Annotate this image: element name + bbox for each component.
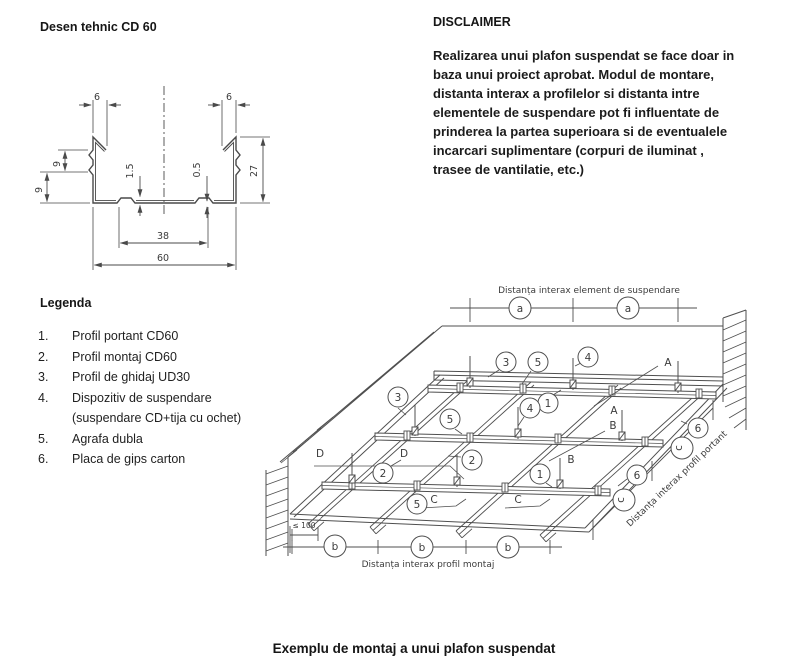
legend-item-number: 1. xyxy=(38,329,49,343)
ud30-guide-profile xyxy=(433,370,724,387)
callout-a-1: a xyxy=(517,303,523,315)
section-letters: A A B B C C D D xyxy=(316,357,672,506)
callout-3-b: 3 xyxy=(503,357,510,369)
section-letter-A-2: A xyxy=(610,405,618,417)
label-montaj-spacing: Distanța interax profil montaj xyxy=(362,560,495,570)
callout-4-a: 4 xyxy=(585,352,592,364)
legend-list: 1. Profil portant CD60 2. Profil montaj … xyxy=(38,326,241,470)
legend-item: 5. Agrafa dubla xyxy=(38,429,241,450)
ceiling-assembly-drawing: a a b b b c c 1 1 2 2 3 3 4 4 5 5 5 6 6 … xyxy=(265,286,747,570)
disclaimer-line: incarcari suplimentare (corpuri de ilumi… xyxy=(433,143,704,158)
legend-item-number: 5. xyxy=(38,431,49,446)
figure-caption: Exemplu de montaj a unui plafon suspenda… xyxy=(272,641,556,656)
dim-suspension-spacing xyxy=(450,298,697,322)
legend-item-number: 2. xyxy=(38,349,49,364)
section-letter-D-2: D xyxy=(400,448,408,460)
section-letter-B-1: B xyxy=(609,420,616,432)
disclaimer-heading: DISCLAIMER xyxy=(433,15,511,29)
callout-5-a: 5 xyxy=(535,357,542,369)
section-letter-C-2: C xyxy=(514,494,521,506)
disclaimer-line: elementele de suspendare pot fi influent… xyxy=(433,105,720,120)
callout-2-b: 2 xyxy=(469,455,476,467)
hangers xyxy=(348,356,682,489)
cd60-profile-drawing: 6 6 9 9 1.5 0.5 27 38 60 xyxy=(34,86,270,270)
legend-item-text: Placa de gips carton xyxy=(72,452,186,466)
legend-item: 2. Profil montaj CD60 xyxy=(38,347,241,368)
disclaimer-line: baza unui proiect aprobat. Modul de mont… xyxy=(433,67,714,82)
label-suspension-spacing: Distanța interax element de suspendare xyxy=(498,286,680,296)
dim-knurl-upper: 9 xyxy=(52,161,63,167)
dim-width: 60 xyxy=(157,253,169,264)
back-wall xyxy=(442,309,747,430)
legend-item-text-line2: (suspendare CD+tija cu ochet) xyxy=(72,411,242,425)
callout-labels: a a b b b c c 1 1 2 2 3 3 4 4 5 5 5 6 6 xyxy=(332,303,702,554)
callout-6-a: 6 xyxy=(695,423,702,435)
callout-b-1: b xyxy=(332,541,339,553)
legend-item-text: Agrafa dubla xyxy=(72,431,143,446)
callout-b-2: b xyxy=(419,542,426,554)
disclaimer-line: trasee de vantilatie, etc.) xyxy=(433,162,585,177)
section-letter-A-1: A xyxy=(664,357,672,369)
left-wall xyxy=(265,325,443,556)
legend-item-text: Dispozitiv de suspendare (suspendare CD+… xyxy=(72,388,241,429)
label-wall-offset: ≤ 100 xyxy=(293,521,316,530)
leader-lines xyxy=(314,362,688,509)
dim-lip-right: 6 xyxy=(226,92,232,103)
legend-item-number: 4. xyxy=(38,390,49,405)
callout-3-a: 3 xyxy=(395,392,402,404)
board-edges xyxy=(289,383,728,533)
tech-drawing-title: Desen tehnic CD 60 xyxy=(40,20,157,34)
dim-rib-depth: 1.5 xyxy=(125,163,136,178)
portant-rails xyxy=(321,384,717,497)
legend-item: 6. Placa de gips carton xyxy=(38,449,241,470)
legend-item: 4. Dispozitiv de suspendare (suspendare … xyxy=(38,388,241,429)
callout-c-1: c xyxy=(673,445,685,451)
callout-1-a: 1 xyxy=(545,398,552,410)
legend-item: 1. Profil portant CD60 xyxy=(38,326,241,347)
disclaimer-line: prinderea la partea superioara si de eve… xyxy=(433,124,728,139)
legend-item-text-line1: Dispozitiv de suspendare xyxy=(72,390,212,405)
callout-6-b: 6 xyxy=(634,470,641,482)
legend-item-text: Profil montaj CD60 xyxy=(72,349,177,364)
disclaimer-line: distanta interax a profilelor si distant… xyxy=(433,86,700,101)
legend-item-number: 6. xyxy=(38,452,49,466)
disclaimer-line: Realizarea unui plafon suspendat se face… xyxy=(433,48,735,63)
callout-c-2: c xyxy=(615,497,627,503)
double-clips xyxy=(348,382,703,496)
callout-a-2: a xyxy=(625,303,631,315)
callout-2-a: 2 xyxy=(380,468,387,480)
dim-lip-left: 6 xyxy=(94,92,100,103)
section-letter-B-2: B xyxy=(567,454,574,466)
dim-inner-width: 38 xyxy=(157,231,169,242)
callout-circles xyxy=(323,296,709,559)
board-left-edge xyxy=(289,374,445,518)
dim-sheet: 0.5 xyxy=(192,162,203,177)
dim-height: 27 xyxy=(249,165,260,177)
legend-item-text: Profil portant CD60 xyxy=(72,329,179,343)
legend-item-text: Profil de ghidaj UD30 xyxy=(72,370,191,384)
extension-lines xyxy=(40,100,270,270)
dim-portant-spacing xyxy=(592,400,714,540)
legend-item: 3. Profil de ghidaj UD30 xyxy=(38,367,241,388)
dimension-labels: 6 6 9 9 1.5 0.5 27 38 60 xyxy=(34,92,260,264)
disclaimer-body: Realizarea unui plafon suspendat se face… xyxy=(433,46,767,179)
callout-b-3: b xyxy=(505,542,512,554)
section-letter-C-1: C xyxy=(430,494,437,506)
callout-5-c: 5 xyxy=(414,499,421,511)
callout-1-b: 1 xyxy=(537,469,544,481)
callout-4-b: 4 xyxy=(527,403,534,415)
section-letter-D-1: D xyxy=(316,448,324,460)
callout-5-b: 5 xyxy=(447,414,454,426)
dim-knurl-lower: 9 xyxy=(34,187,45,193)
profile-outline xyxy=(88,135,241,204)
legend-heading: Legenda xyxy=(40,296,92,310)
legend-item-number: 3. xyxy=(38,370,49,384)
dimension-lines xyxy=(44,102,266,268)
